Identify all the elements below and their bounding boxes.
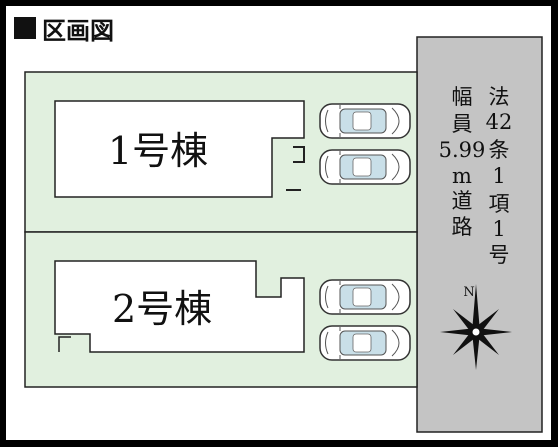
- building-2-step-mark: [58, 336, 71, 352]
- building-1-outline: [54, 100, 305, 198]
- page-title: 区画図: [42, 16, 114, 45]
- road-char: 号: [489, 243, 510, 267]
- parking-car-1: [319, 103, 411, 139]
- road-char: 条: [489, 138, 510, 162]
- road-label-column-1: 法 42 条 1 項 1 号: [486, 85, 513, 267]
- building-1-label: 1号棟: [108, 129, 208, 173]
- parking-car-2: [319, 149, 411, 185]
- parking-car-3: [319, 279, 411, 315]
- road-strip: [416, 36, 543, 433]
- parking-car-4: [319, 325, 411, 361]
- compass-north-label: N: [463, 285, 474, 300]
- road-char: 1: [492, 164, 505, 188]
- road-char: m: [452, 164, 472, 188]
- compass-rose-icon: N: [440, 284, 512, 370]
- title-block: 区画図: [14, 13, 114, 45]
- road-label-column-2: 幅 員 5.99 m 道 路: [439, 85, 486, 239]
- road-char: 路: [452, 215, 473, 239]
- road-char: 項: [489, 192, 510, 216]
- road-char: 幅: [452, 85, 473, 109]
- road-char: 法: [489, 85, 510, 109]
- building-1-entrance-step: [293, 146, 305, 163]
- road-char: 員: [452, 112, 473, 136]
- road-char: 42: [486, 110, 513, 134]
- road-char: 1: [492, 217, 505, 241]
- building-2-label: 2号棟: [112, 287, 212, 331]
- title-square-icon: [14, 17, 36, 39]
- road-char: 道: [452, 189, 473, 213]
- building-2-outline: [54, 260, 305, 353]
- road-char: 5.99: [439, 138, 486, 162]
